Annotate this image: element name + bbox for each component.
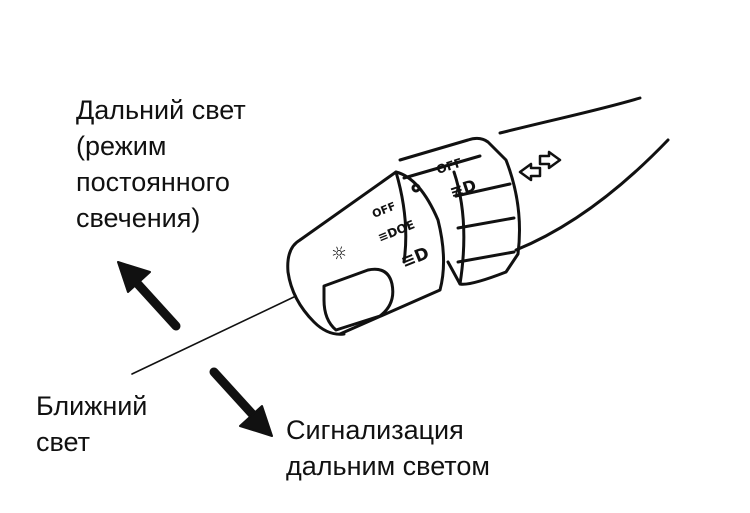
turn-signal-arrows-icon xyxy=(518,150,562,182)
arrow-up-left-icon xyxy=(117,261,181,331)
off-outer-marking: OFF xyxy=(435,155,465,177)
label-flash-to-pass: Сигнализация дальним светом xyxy=(286,415,490,481)
knob-window xyxy=(322,267,395,332)
outer-ring xyxy=(398,136,521,286)
fog-lamp-icon: ≢D xyxy=(447,175,478,201)
stalk-body xyxy=(498,96,670,252)
label-high-beam: Дальний свет (режим постоянного свечения… xyxy=(76,95,246,233)
position-light-marking: ≡DOE xyxy=(376,217,417,244)
headlamp-icon: ≡D xyxy=(398,243,432,272)
knob-cap xyxy=(286,238,346,336)
off-inner-marking: OFF xyxy=(370,200,397,221)
ring-inner-edge xyxy=(452,170,466,286)
parking-light-icon: ☼ xyxy=(328,241,351,267)
barrel-edge xyxy=(394,170,408,264)
ring-indicator-dot xyxy=(411,183,421,193)
pointer-line xyxy=(131,295,297,375)
inner-barrel xyxy=(298,170,446,336)
ring-band-1 xyxy=(402,154,516,264)
label-low-beam: Ближний свет xyxy=(36,391,148,457)
arrow-down-right-icon xyxy=(209,367,273,437)
